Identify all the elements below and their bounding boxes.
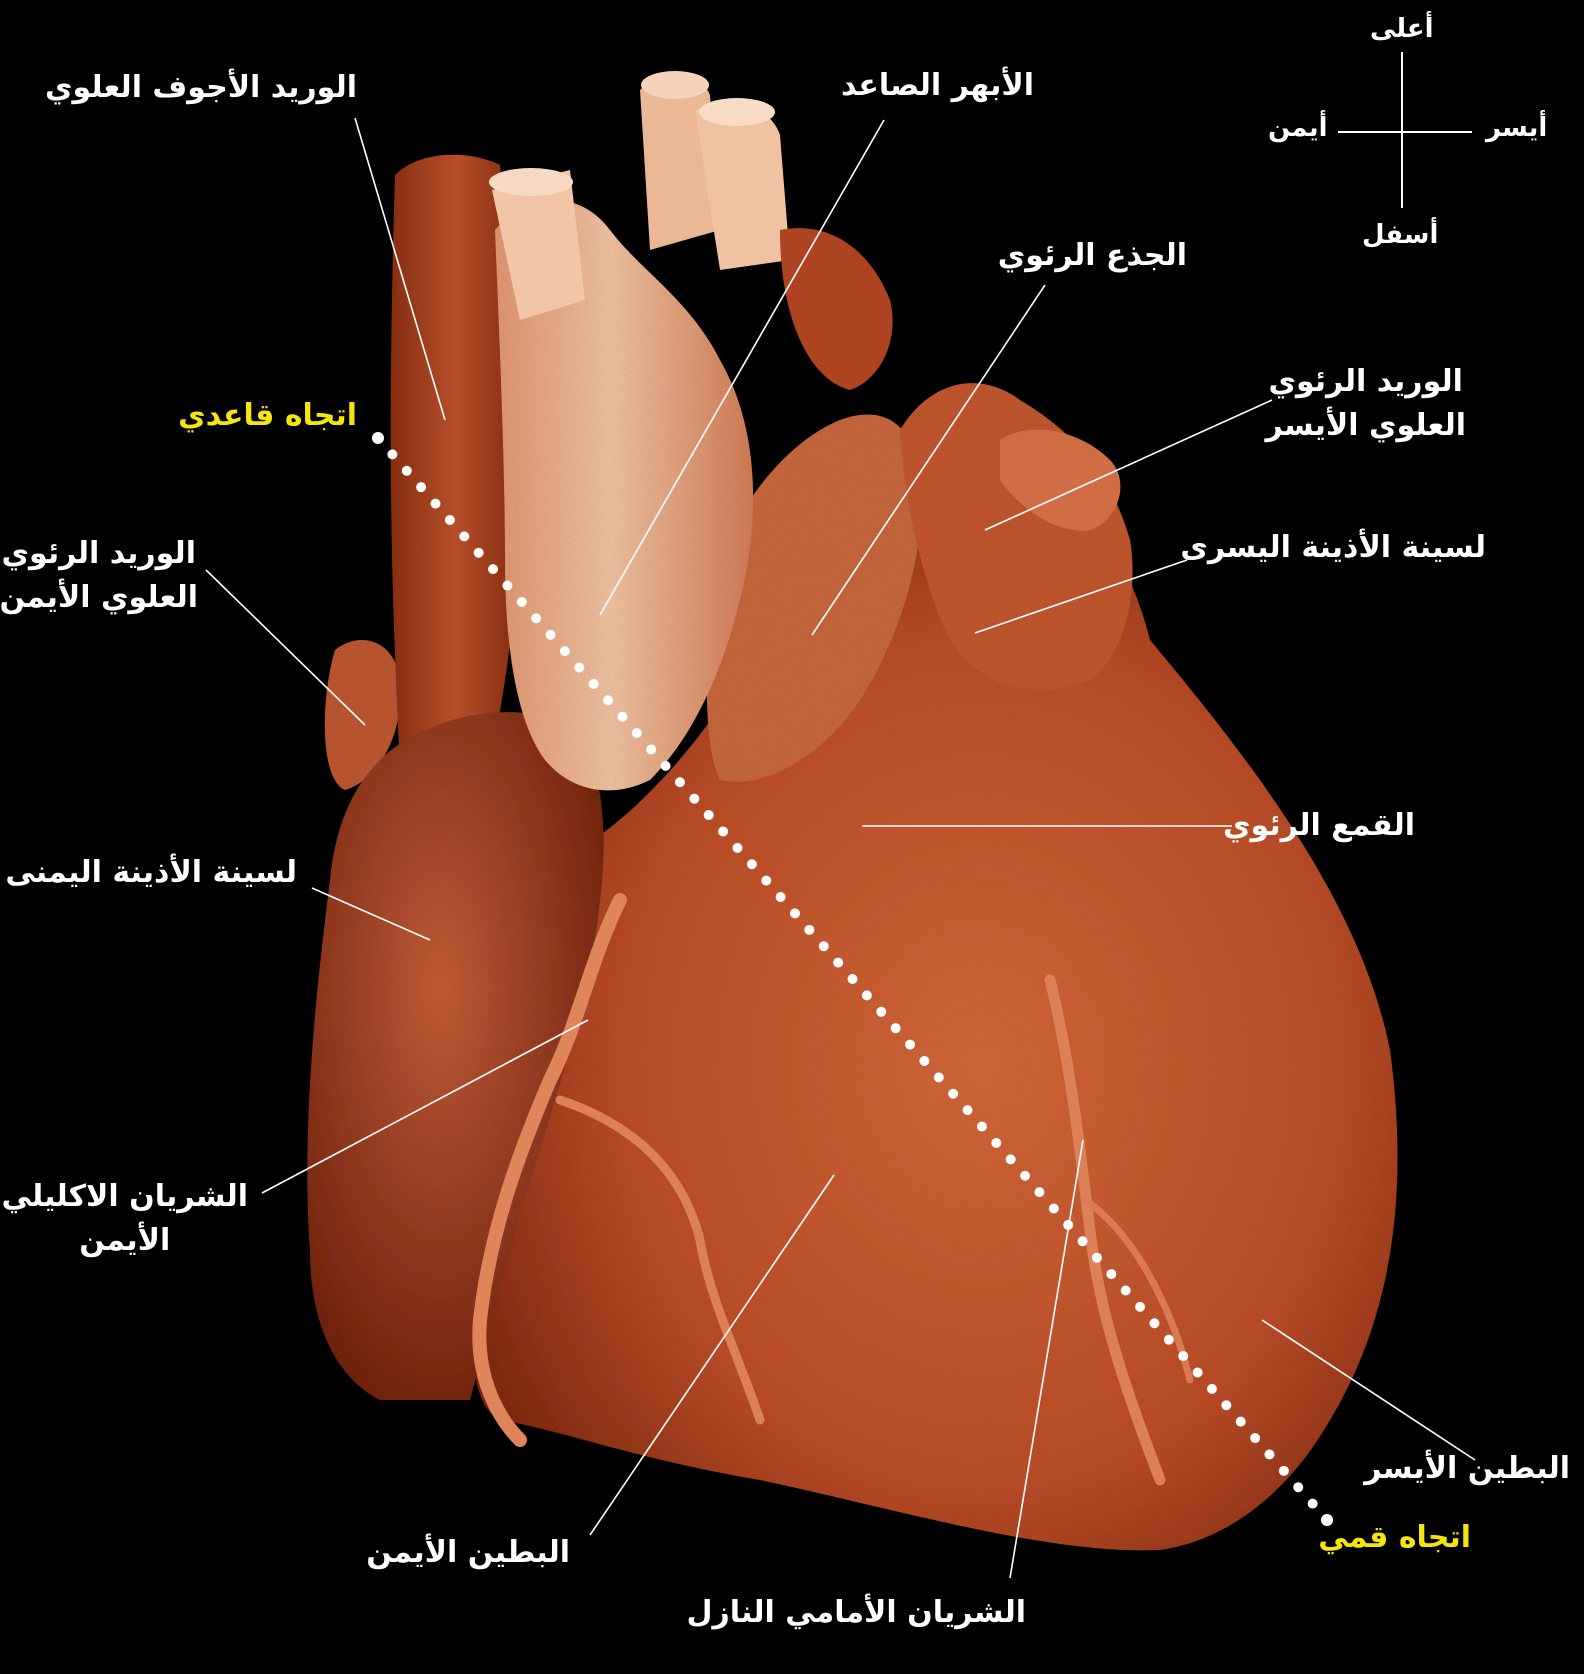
axis-dot xyxy=(632,728,642,738)
label-basal-direction: اتجاه قاعدي xyxy=(178,394,357,438)
axis-dot xyxy=(1221,1400,1231,1410)
axis-dot xyxy=(718,826,728,836)
axis-dot xyxy=(675,777,685,787)
axis-dot xyxy=(1264,1449,1274,1459)
axis-dot xyxy=(1020,1171,1030,1181)
axis-dot xyxy=(445,515,455,525)
axis-dot xyxy=(1106,1269,1116,1279)
label-right-sup-pv-line2: العلوي الأيمن xyxy=(0,576,198,620)
orientation-inferior-label: أسفل xyxy=(1362,220,1438,250)
axis-dot xyxy=(747,859,757,869)
label-pulmonary-trunk: الجذع الرئوي xyxy=(998,234,1187,278)
axis-dot xyxy=(919,1056,929,1066)
orientation-right-label: أيمن xyxy=(1268,113,1328,143)
axis-dot xyxy=(1078,1236,1088,1246)
axis-dot xyxy=(372,432,384,444)
axis-dot xyxy=(833,958,843,968)
aortic-arch-tissue xyxy=(780,228,893,390)
axis-dot xyxy=(431,499,441,509)
axis-dot xyxy=(474,548,484,558)
axis-dot xyxy=(761,876,771,886)
axis-dot xyxy=(1049,1204,1059,1214)
label-right-sup-pv-line1: الوريد الرئوي xyxy=(0,532,198,576)
axis-dot xyxy=(546,630,556,640)
axis-dot xyxy=(1006,1154,1016,1164)
axis-dot xyxy=(502,581,512,591)
axis-dot xyxy=(1207,1384,1217,1394)
aortic-branch-1-opening xyxy=(489,168,573,196)
axis-dot xyxy=(689,794,699,804)
axis-dot xyxy=(891,1023,901,1033)
axis-dot xyxy=(1193,1367,1203,1377)
axis-dot xyxy=(977,1122,987,1132)
axis-dot xyxy=(1250,1433,1260,1443)
axis-dot xyxy=(704,810,714,820)
orientation-left-label: أيسر xyxy=(1486,113,1547,143)
axis-dot xyxy=(1135,1302,1145,1312)
axis-dot xyxy=(603,695,613,705)
axis-dot xyxy=(991,1138,1001,1148)
axis-dot xyxy=(1149,1318,1159,1328)
axis-dot xyxy=(1236,1417,1246,1427)
axis-dot xyxy=(517,597,527,607)
axis-dot xyxy=(905,1040,915,1050)
orientation-superior-label: أعلى xyxy=(1370,14,1434,44)
axis-dot xyxy=(732,843,742,853)
axis-dot xyxy=(459,531,469,541)
axis-dot xyxy=(589,679,599,689)
aortic-branch-3 xyxy=(695,103,790,270)
label-left-sup-pv-line1: الوريد الرئوي xyxy=(1265,360,1466,404)
axis-dot xyxy=(1293,1482,1303,1492)
axis-dot xyxy=(1308,1499,1318,1509)
axis-dot xyxy=(1121,1285,1131,1295)
aortic-branch-2-opening xyxy=(641,71,709,99)
axis-dot xyxy=(819,941,829,951)
label-left-sup-pv-line2: العلوي الأيسر xyxy=(1265,404,1466,448)
label-right-coronary-artery: الشريان الاكليلي الأيمن xyxy=(2,1175,248,1262)
orientation-cross xyxy=(1338,52,1472,208)
axis-dot xyxy=(402,466,412,476)
label-right-auricle: لسينة الأذينة اليمنى xyxy=(5,851,297,895)
axis-dot xyxy=(963,1105,973,1115)
axis-dot xyxy=(1164,1335,1174,1345)
axis-dot xyxy=(848,974,858,984)
axis-dot xyxy=(1092,1253,1102,1263)
label-left-ventricle: البطين الأيسر xyxy=(1364,1447,1570,1491)
axis-dot xyxy=(617,712,627,722)
axis-dot xyxy=(948,1089,958,1099)
label-right-superior-pulmonary-vein: الوريد الرئوي العلوي الأيمن xyxy=(0,532,198,619)
axis-dot xyxy=(1063,1220,1073,1230)
axis-dot xyxy=(531,613,541,623)
axis-dot xyxy=(776,892,786,902)
axis-dot xyxy=(804,925,814,935)
axis-dot xyxy=(646,744,656,754)
aortic-branch-3-opening xyxy=(699,98,775,126)
label-left-superior-pulmonary-vein: الوريد الرئوي العلوي الأيسر xyxy=(1265,360,1466,447)
axis-dot xyxy=(416,482,426,492)
axis-dot xyxy=(574,663,584,673)
axis-dot xyxy=(790,908,800,918)
label-left-auricle: لسينة الأذينة اليسرى xyxy=(1180,526,1486,570)
label-rca-line2: الأيمن xyxy=(2,1219,248,1263)
label-apical-direction: اتجاه قمي xyxy=(1318,1516,1471,1560)
axis-dot xyxy=(862,990,872,1000)
axis-dot xyxy=(876,1007,886,1017)
axis-dot xyxy=(1034,1187,1044,1197)
label-rca-line1: الشريان الاكليلي xyxy=(2,1175,248,1219)
label-svc: الوريد الأجوف العلوي xyxy=(45,66,357,110)
axis-dot xyxy=(661,761,671,771)
label-lad-artery: الشريان الأمامي النازل xyxy=(686,1591,1026,1635)
label-ascending-aorta: الأبهر الصاعد xyxy=(841,64,1034,108)
axis-dot xyxy=(387,449,397,459)
label-right-ventricle: البطين الأيمن xyxy=(366,1531,570,1575)
axis-dot xyxy=(1178,1351,1188,1361)
axis-dot xyxy=(1279,1466,1289,1476)
axis-dot xyxy=(934,1072,944,1082)
axis-dot xyxy=(488,564,498,574)
axis-dot xyxy=(560,646,570,656)
label-pulmonary-infundibulum: القمع الرئوي xyxy=(1223,804,1415,848)
